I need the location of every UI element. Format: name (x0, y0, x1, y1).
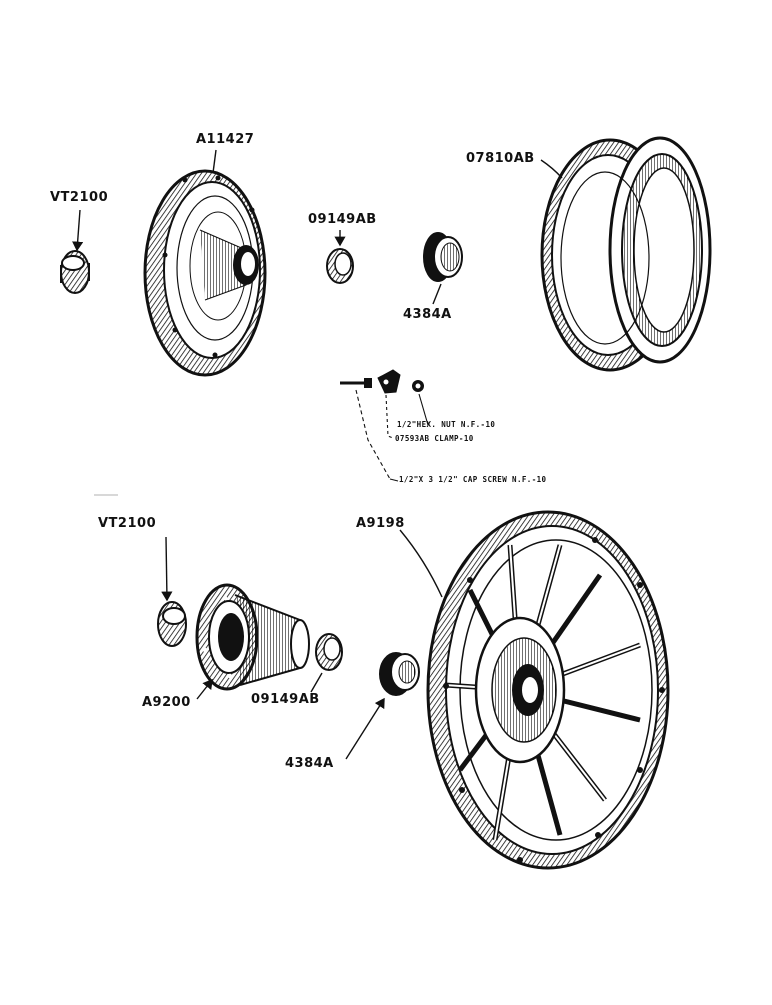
label-clamp: 07593AB CLAMP-10 (395, 434, 474, 443)
hub-a9200 (195, 583, 310, 691)
label-09149ab-top: 09149AB (308, 212, 377, 227)
label-09149ab-bottom: 09149AB (251, 692, 320, 707)
spoke-wheel-a9198 (426, 510, 670, 870)
bearing-cone-bottom (315, 633, 343, 671)
grease-cap-top (423, 232, 463, 282)
hardware-group (340, 369, 424, 394)
bearing-cup-bottom (157, 601, 187, 647)
label-vt2100-top: VT2100 (50, 190, 109, 205)
label-a9198: A9198 (356, 516, 405, 531)
grease-cap-bottom (379, 652, 420, 696)
leader-lines (355, 389, 429, 482)
label-a11427: A11427 (196, 132, 255, 147)
bearing-cone-top (326, 248, 354, 284)
label-07810ab: 07810AB (466, 151, 535, 166)
label-cap-screw: 1/2"X 3 1/2" CAP SCREW N.F.-10 (399, 475, 547, 484)
bearing-cup-top (60, 250, 90, 294)
label-a9200: A9200 (142, 695, 191, 710)
label-hex-nut: 1/2"HEX. NUT N.F.-10 (397, 420, 496, 429)
label-4384a-top: 4384A (403, 307, 452, 322)
hub-drum-a11427 (143, 169, 267, 377)
label-4384a-bottom: 4384A (285, 756, 334, 771)
rim-07810ab (540, 136, 712, 372)
label-vt2100-bottom: VT2100 (98, 516, 157, 531)
